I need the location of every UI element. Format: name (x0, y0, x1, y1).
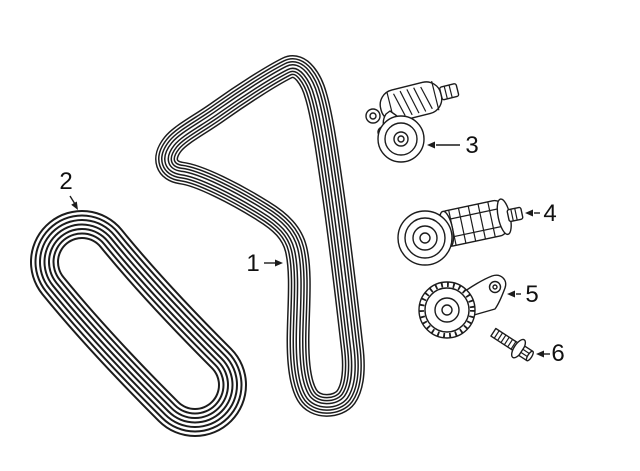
part-3-belt-tensioner[interactable] (365, 75, 461, 163)
callout-4[interactable]: 4 (525, 200, 557, 227)
callout-2[interactable]: 2 (59, 168, 78, 210)
callout-5-arrowhead (507, 290, 515, 298)
callout-1-label[interactable]: 1 (246, 250, 259, 277)
callout-3[interactable]: 3 (427, 132, 479, 159)
callout-5-label[interactable]: 5 (525, 281, 538, 308)
callout-6[interactable]: 6 (536, 340, 565, 367)
callout-3-label[interactable]: 3 (465, 132, 478, 159)
idler-pulley-ribs (419, 282, 475, 338)
callout-6-label[interactable]: 6 (551, 340, 564, 367)
callout-1[interactable]: 1 (246, 250, 283, 277)
part-4-tensioner-pulley-assembly[interactable] (397, 195, 526, 266)
callout-4-label[interactable]: 4 (543, 200, 556, 227)
callout-6-arrowhead (536, 350, 544, 358)
callout-1-arrowhead (275, 259, 283, 267)
part-2-ribbed-belt[interactable] (82, 262, 195, 385)
callout-4-arrowhead (525, 209, 533, 217)
callout-2-label[interactable]: 2 (59, 168, 72, 195)
callout-5[interactable]: 5 (507, 281, 539, 308)
callout-3-arrowhead (427, 141, 435, 149)
part-5-idler-pulley[interactable] (418, 274, 507, 339)
callout-2-arrowhead (71, 201, 78, 210)
part-6-mounting-bolt[interactable] (488, 323, 538, 365)
callout-2-leader (69, 195, 76, 205)
